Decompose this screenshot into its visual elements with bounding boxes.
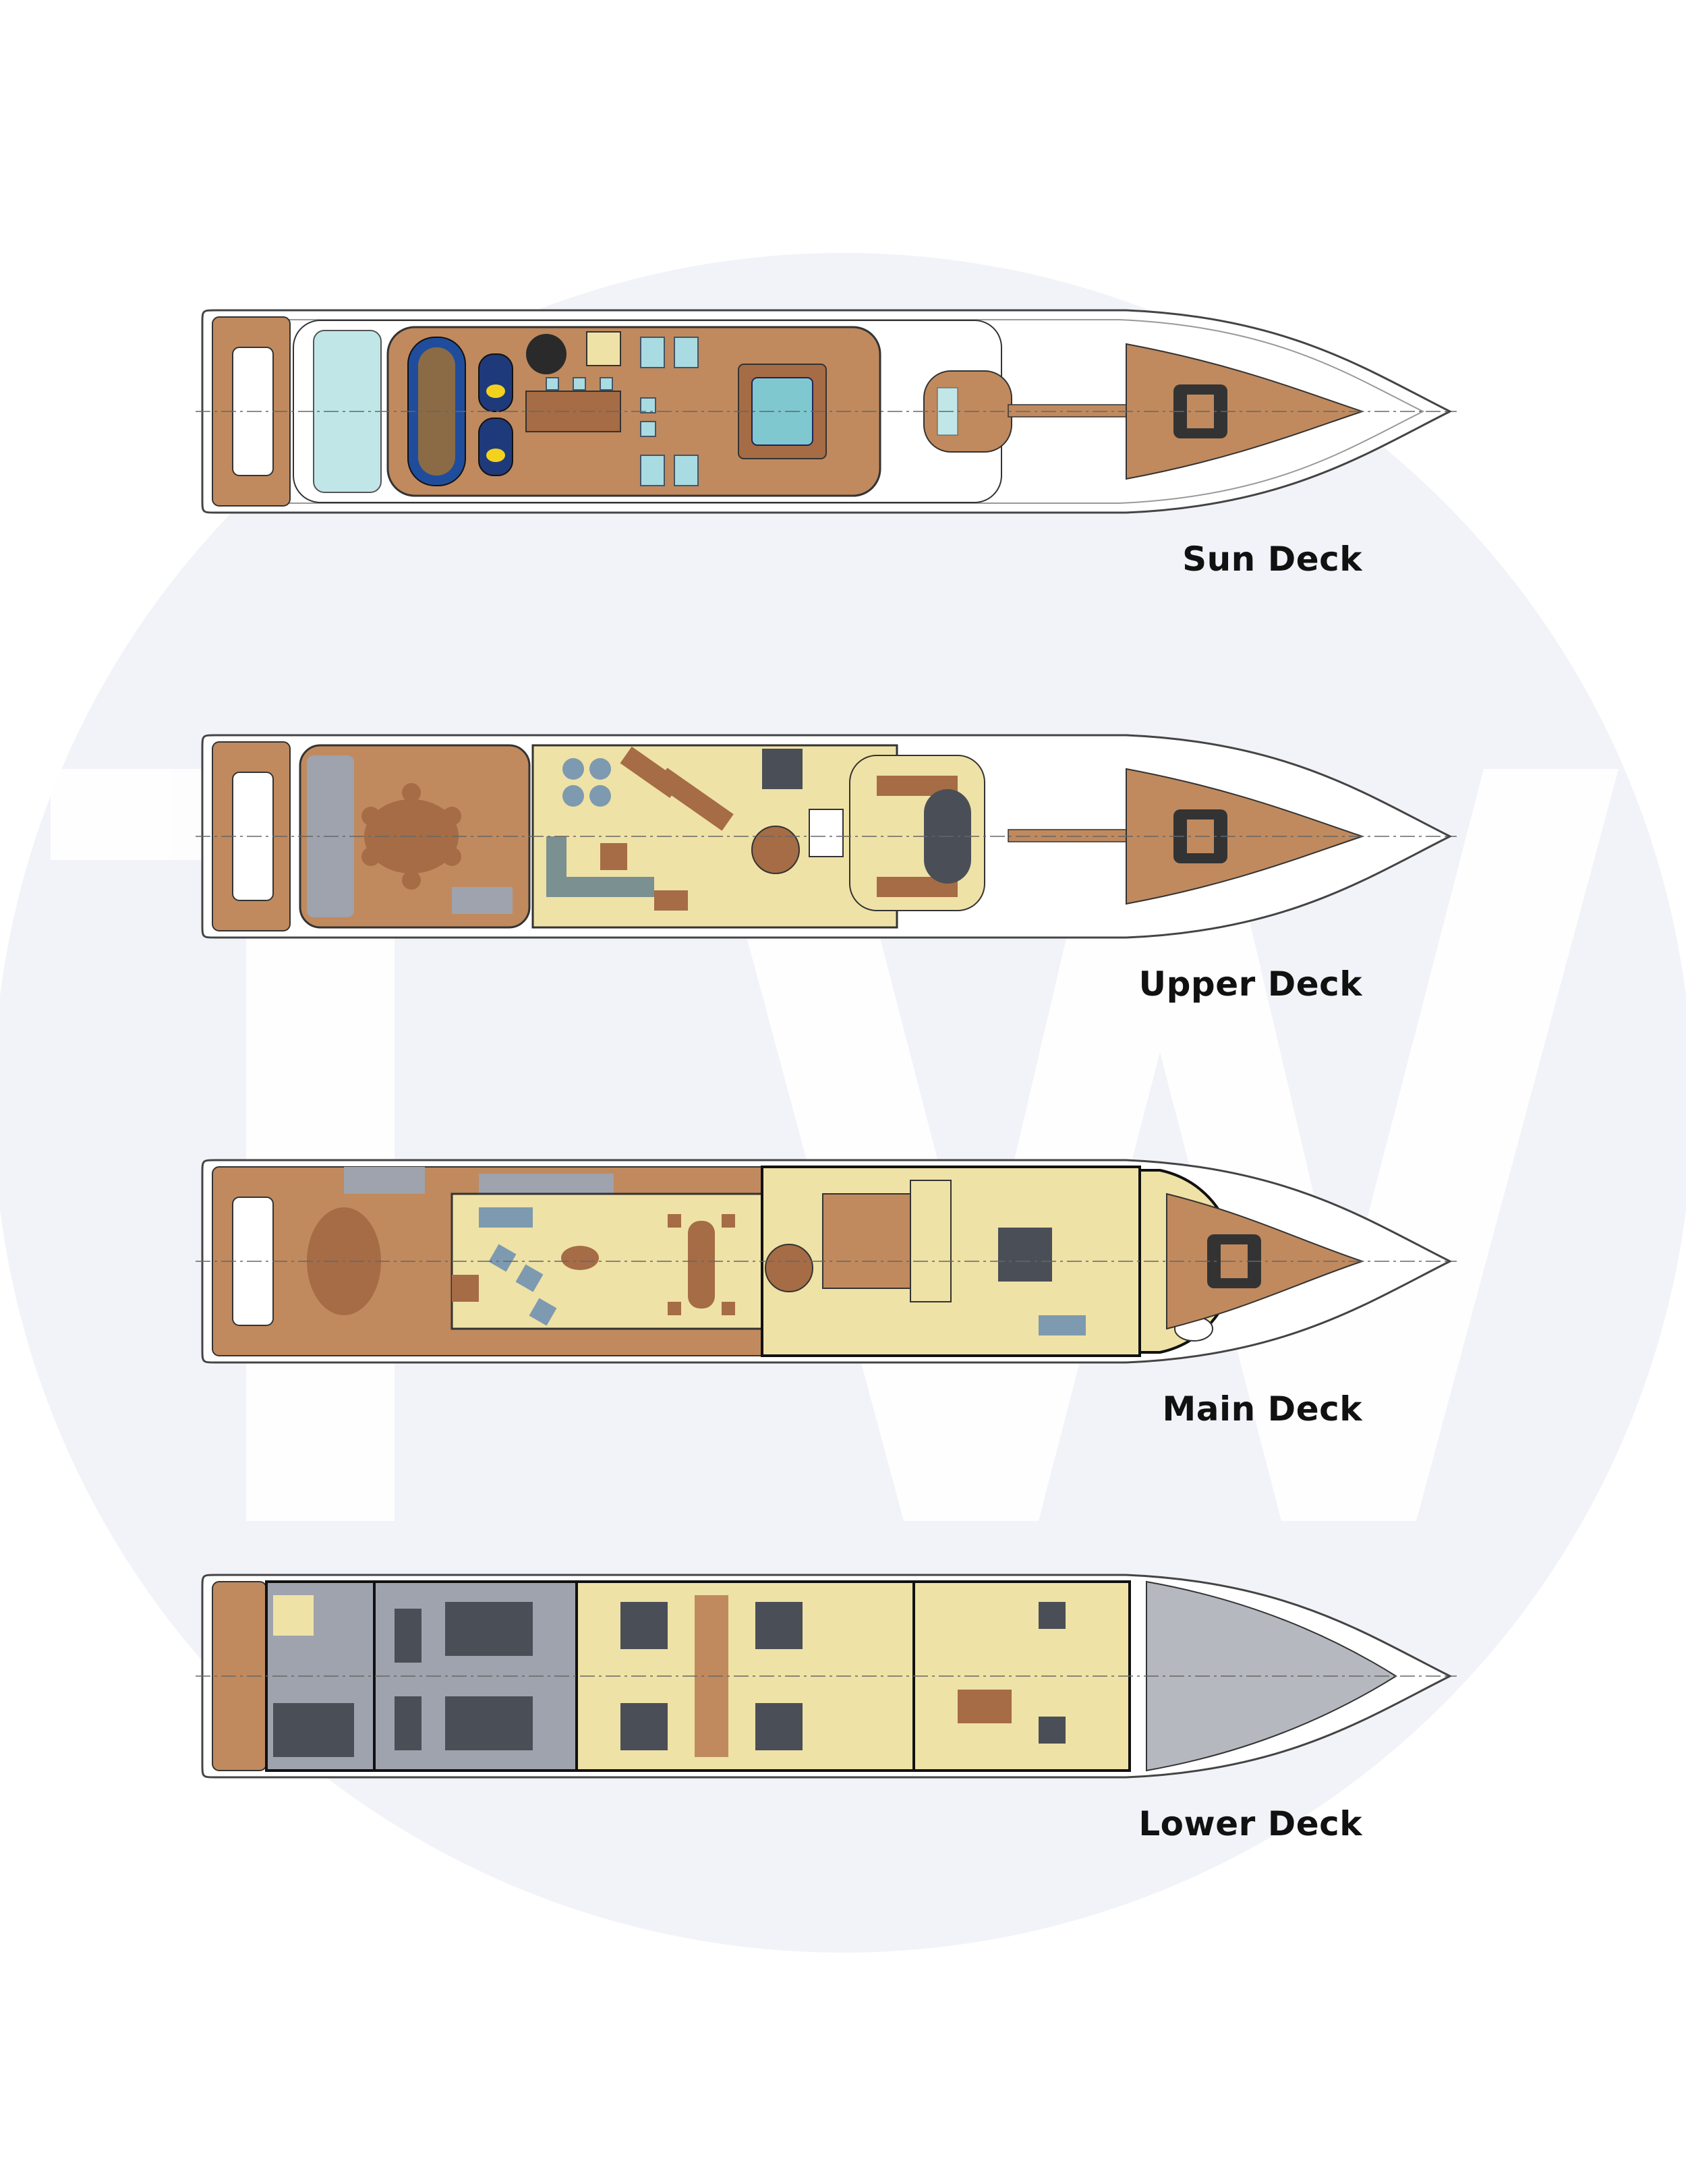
deck-label-sun: Sun Deck — [1182, 540, 1362, 579]
engine-icon — [395, 1602, 533, 1750]
guest-bed-icon — [620, 1602, 803, 1750]
deck-label-main: Main Deck — [1162, 1389, 1362, 1429]
stair-icon — [751, 826, 800, 874]
deck-label-upper: Upper Deck — [1138, 965, 1362, 1004]
sun-deck-plan: Sun Deck — [182, 290, 1463, 579]
deck-label-lower: Lower Deck — [1138, 1804, 1362, 1843]
upper-deck-plan: Upper Deck — [182, 715, 1463, 1004]
main-deck-plan: Main Deck — [182, 1140, 1463, 1429]
jacuzzi-icon — [738, 364, 827, 459]
bar-counter — [525, 391, 621, 432]
chairs-icon — [546, 337, 699, 486]
master-bed-icon — [998, 1228, 1052, 1282]
main-dining-icon — [668, 1214, 735, 1315]
sofa-icon — [546, 836, 654, 897]
coffee-table-icon — [561, 1246, 599, 1270]
lower-deck-plan: Lower Deck — [182, 1555, 1463, 1843]
spiral-stair-icon — [526, 334, 566, 374]
jetski-icon — [478, 353, 513, 476]
